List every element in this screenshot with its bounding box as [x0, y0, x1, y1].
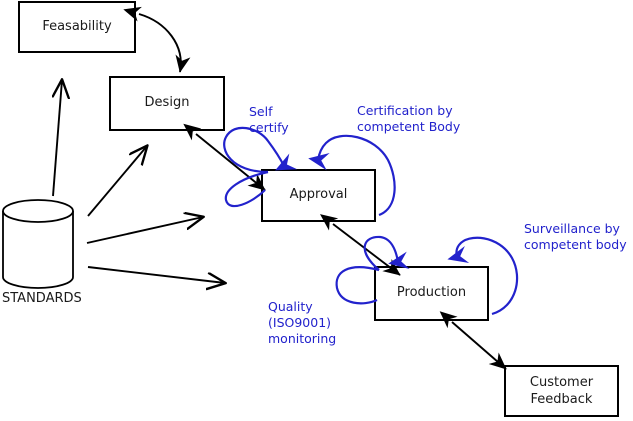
node-shape-production[interactable]: [374, 266, 489, 321]
annotation-surveillance-competent-body: Surveillance by competent body: [524, 221, 627, 252]
edge-design-approval: [183, 123, 266, 191]
node-shape-customer-feedback[interactable]: [504, 365, 619, 417]
node-shape-design[interactable]: [109, 76, 225, 131]
edge-standards-feasability: [52, 80, 62, 197]
edge-standards-approval: [86, 217, 203, 244]
annotation-quality-iso9001-monitoring: Quality (ISO9001) monitoring: [268, 299, 337, 346]
edge-feasability-design: [123, 6, 191, 73]
edge-standards-design: [87, 146, 147, 217]
loop-certification-competent-body: [308, 134, 396, 217]
node-shape-standards-cylinder[interactable]: [2, 199, 74, 289]
edge-standards-production: [87, 266, 225, 283]
node-shape-approval[interactable]: [261, 169, 376, 222]
edge-production-customer-feedback: [439, 311, 507, 370]
annotation-certification-competent-body: Certification by competent Body: [357, 103, 461, 134]
loop-surveillance-competent-body: [447, 236, 519, 316]
loop-self-certify: [223, 126, 298, 208]
node-label-standards: STANDARDS: [2, 291, 82, 306]
annotation-self-certify: Self certify: [249, 104, 289, 135]
loop-quality-monitoring: [335, 235, 410, 305]
node-shape-feasability[interactable]: [18, 1, 136, 53]
